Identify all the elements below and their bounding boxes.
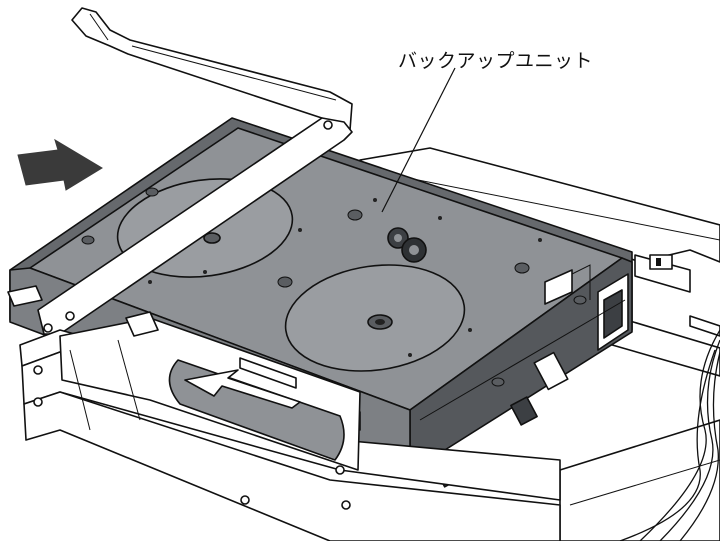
callout-leader-line — [381, 67, 456, 213]
cable-bundle — [619, 329, 720, 542]
front-cage — [7, 285, 561, 542]
backup-unit-label: バックアップユニット — [398, 50, 594, 72]
support-bar — [37, 117, 353, 335]
rear-bracket — [71, 7, 353, 131]
insert-direction-arrow-icon — [17, 138, 103, 191]
